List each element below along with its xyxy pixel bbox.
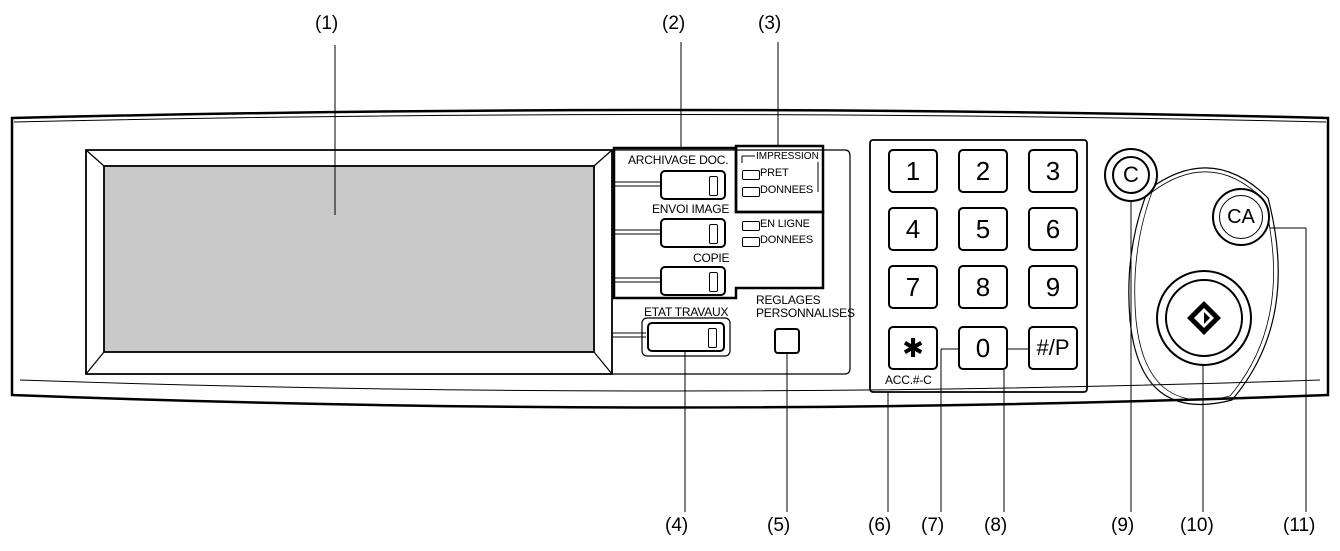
pret-led-icon <box>742 170 760 180</box>
key-2[interactable]: 2 <box>958 149 1008 193</box>
callout-7: (7) <box>921 515 945 536</box>
custom-settings-button[interactable] <box>774 328 800 354</box>
pret-label: PRET <box>760 167 789 179</box>
clear-button[interactable]: C <box>1104 148 1158 202</box>
archivage-indicator-icon <box>709 176 718 196</box>
callout-4: (4) <box>665 515 689 536</box>
donnees-send-label: DONNEES <box>760 234 813 246</box>
clear-all-button-face: CA <box>1219 195 1263 239</box>
callout-1: (1) <box>315 13 339 34</box>
en-ligne-led-icon <box>742 221 760 231</box>
key-asterisk[interactable]: ✱ <box>888 326 938 370</box>
en-ligne-label: EN LIGNE <box>760 218 810 230</box>
reglages-label: REGLAGES <box>756 293 821 307</box>
donnees-print-label: DONNEES <box>760 184 813 196</box>
donnees-print-led-icon <box>742 187 760 197</box>
impression-title: IMPRESSION <box>755 151 820 162</box>
key-0[interactable]: 0 <box>958 326 1008 370</box>
envoi-image-button[interactable] <box>660 218 726 248</box>
key-7[interactable]: 7 <box>888 265 938 309</box>
key-hash-p[interactable]: #/P <box>1028 326 1078 370</box>
acc-label: ACC.#-C <box>885 373 932 387</box>
start-diamond-icon <box>1187 301 1221 335</box>
callout-8: (8) <box>984 515 1008 536</box>
key-6[interactable]: 6 <box>1028 207 1078 251</box>
etat-travaux-label: ETAT TRAVAUX <box>644 305 729 319</box>
etat-travaux-button[interactable] <box>647 322 725 352</box>
copie-label: COPIE <box>693 251 730 265</box>
archivage-label: ARCHIVAGE DOC. <box>628 153 729 167</box>
callout-3: (3) <box>758 13 782 34</box>
callout-6: (6) <box>868 515 892 536</box>
start-button-face <box>1165 279 1243 357</box>
archivage-doc-button[interactable] <box>660 170 726 200</box>
callout-9: (9) <box>1111 515 1135 536</box>
clear-all-button[interactable]: CA <box>1212 188 1270 246</box>
callout-2: (2) <box>662 13 686 34</box>
envoi-indicator-icon <box>709 224 718 244</box>
key-4[interactable]: 4 <box>888 207 938 251</box>
callout-10: (10) <box>1180 515 1214 536</box>
donnees-send-led-icon <box>742 237 760 247</box>
key-3[interactable]: 3 <box>1028 149 1078 193</box>
copie-indicator-icon <box>709 272 718 292</box>
copie-button[interactable] <box>660 266 726 296</box>
key-1[interactable]: 1 <box>888 149 938 193</box>
envoi-label: ENVOI IMAGE <box>652 202 730 216</box>
etat-indicator-icon <box>708 328 717 348</box>
key-5[interactable]: 5 <box>958 207 1008 251</box>
personnalises-label: PERSONNALISES <box>756 306 855 320</box>
callout-5: (5) <box>767 515 791 536</box>
key-9[interactable]: 9 <box>1028 265 1078 309</box>
clear-button-face: C <box>1112 156 1150 194</box>
key-8[interactable]: 8 <box>958 265 1008 309</box>
callout-11: (11) <box>1283 515 1316 536</box>
start-button[interactable] <box>1156 270 1252 366</box>
